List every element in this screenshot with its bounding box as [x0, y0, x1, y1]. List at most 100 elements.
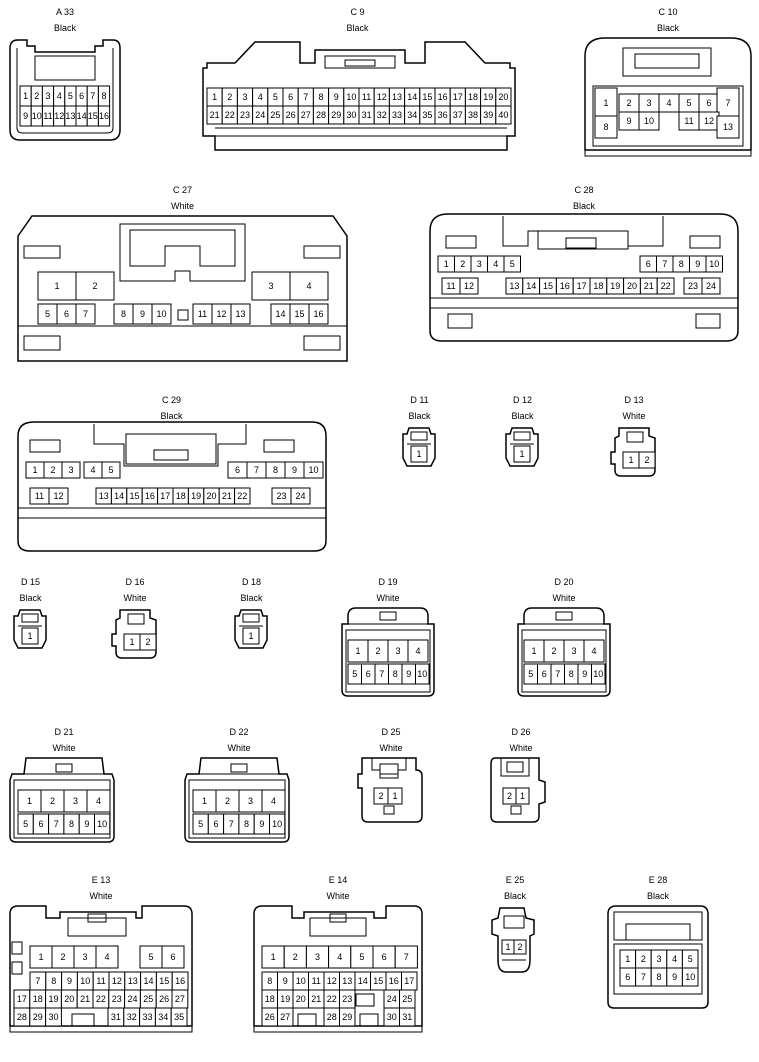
connector-id-label: E 14: [328, 875, 348, 885]
pin-cavity: [399, 1007, 416, 1027]
conn-c9-pin-30: 30: [343, 105, 360, 125]
pin-number: 10: [296, 976, 306, 986]
conn-e13-pin-7: 7: [29, 971, 47, 991]
pin-cavity: [513, 445, 531, 463]
pin-number: 1: [444, 259, 449, 269]
pin-number: 9: [695, 259, 700, 269]
pin-number: 8: [69, 819, 74, 829]
conn-c29-pin-9: 9: [284, 461, 305, 479]
pin-number: 17: [577, 281, 587, 291]
conn-c28-pin-20: 20: [623, 277, 641, 295]
conn-d16-pin-1: 1: [123, 633, 141, 651]
pin-number: 34: [158, 1012, 168, 1022]
conn-d20-pin-10: 10: [591, 663, 606, 685]
pin-number: 9: [259, 819, 264, 829]
conn-c9-pin-4: 4: [252, 87, 269, 107]
pin-number: 2: [626, 98, 631, 108]
conn-d19-pin-8: 8: [388, 663, 403, 685]
pin-number: 21: [210, 110, 220, 120]
pin-number: 11: [198, 309, 207, 319]
pin-number: 5: [352, 669, 357, 679]
pin-number: 1: [355, 646, 360, 656]
pin-number: 4: [672, 954, 677, 964]
pin-number: 12: [112, 976, 122, 986]
connector-color-label: White: [170, 201, 194, 211]
conn-d20-pin-2: 2: [543, 639, 565, 663]
pin-number: 1: [27, 631, 32, 641]
conn-a33-pin-12: 12: [53, 105, 66, 127]
pin-cavity: [415, 663, 430, 685]
conn-e13-pin-35: 35: [170, 1007, 188, 1027]
connector-color-label: Black: [408, 411, 431, 421]
connector-id-label: C 29: [161, 395, 181, 405]
pin-number: 9: [283, 976, 288, 986]
pin-number: 28: [327, 1012, 337, 1022]
pin-number: 24: [255, 110, 265, 120]
pin-number: 6: [213, 819, 218, 829]
conn-e13-pin-16: 16: [171, 971, 189, 991]
conn-e28-pin-1: 1: [619, 949, 637, 969]
conn-c9-pin-35: 35: [419, 105, 436, 125]
pin-number: 15: [422, 92, 432, 102]
conn-a33-pin-15: 15: [86, 105, 99, 127]
conn-e13-pin-18: 18: [29, 989, 47, 1009]
conn-c28-pin-7: 7: [656, 255, 674, 273]
pin-number: 13: [723, 122, 733, 132]
conn-c27-pin-8: 8: [113, 303, 134, 325]
pin-number: 26: [265, 1012, 275, 1022]
conn-e25-pin-1: 1: [501, 939, 515, 955]
pin-number: 5: [68, 91, 73, 101]
pin-cavity: [638, 111, 660, 131]
conn-d25-pin-2: 2: [373, 787, 389, 805]
conn-c27-pin-6: 6: [56, 303, 77, 325]
pin-number: 9: [84, 819, 89, 829]
pin-number: 20: [64, 994, 74, 1004]
pin-cavity: [387, 787, 403, 805]
pin-number: 26: [159, 994, 169, 1004]
conn-c27-pin-16: 16: [308, 303, 329, 325]
connector-id-label: D 12: [512, 395, 532, 405]
conn-c29-pin-1: 1: [25, 461, 45, 479]
conn-d18-pin-1: 1: [242, 627, 260, 645]
conn-e13-pin-28: 28: [13, 1007, 31, 1027]
pin-number: 3: [268, 281, 273, 291]
conn-c9-pin-13: 13: [388, 87, 406, 107]
pin-number: 16: [313, 309, 323, 319]
pin-number: 5: [148, 952, 153, 962]
conn-d21-pin-3: 3: [63, 789, 88, 813]
pin-number: 7: [662, 259, 667, 269]
pin-number: 11: [312, 976, 321, 986]
connector-face-drawing: 1: [402, 427, 436, 467]
pin-number: 12: [327, 976, 337, 986]
conn-c9-pin-24: 24: [252, 105, 269, 125]
pin-number: 2: [641, 954, 646, 964]
conn-c9-pin-14: 14: [404, 87, 421, 107]
conn-d20-pin-6: 6: [537, 663, 552, 685]
conn-e14-pin-1: 1: [261, 945, 285, 969]
pin-number: 4: [666, 98, 671, 108]
pin-cavity: [75, 271, 115, 301]
conn-c27-pin-3: 3: [251, 271, 291, 301]
conn-e13-pin-1: 1: [29, 945, 53, 969]
conn-c27-pin-14: 14: [270, 303, 291, 325]
conn-e13-pin-13: 13: [124, 971, 142, 991]
conn-c27-pin-10: 10: [151, 303, 172, 325]
pin-number: 35: [422, 110, 432, 120]
pin-number: 16: [145, 491, 155, 501]
conn-e14-pin-11: 11: [308, 971, 325, 991]
pin-number: 38: [468, 110, 478, 120]
pin-number: 8: [656, 972, 661, 982]
conn-e14-pin-7: 7: [394, 945, 418, 969]
pin-number: 33: [392, 110, 402, 120]
conn-c29-pin-18: 18: [172, 487, 189, 505]
pin-number: 8: [273, 465, 278, 475]
pin-number: 20: [296, 994, 306, 1004]
